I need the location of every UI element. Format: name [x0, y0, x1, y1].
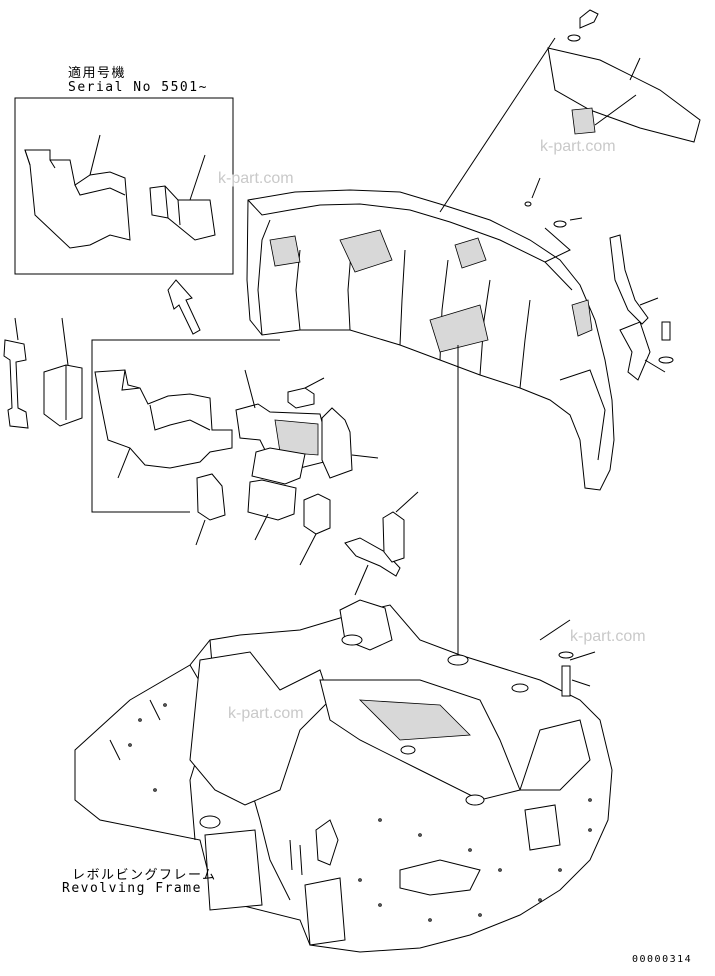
revolving-frame — [74, 599, 613, 953]
watermark: k-part.com — [540, 138, 616, 155]
insulation-pad-large — [94, 369, 233, 479]
watermark: k-part.com — [228, 705, 304, 722]
watermark: k-part.com — [218, 170, 294, 187]
flat-pad-b — [247, 479, 297, 521]
cube-pad — [303, 493, 331, 535]
frame-bolts — [558, 651, 596, 697]
watermark: k-part.com — [570, 628, 646, 645]
cover-plate — [439, 37, 701, 213]
serial-inset-box — [14, 97, 234, 275]
drawing-number: 00000314 — [632, 954, 693, 965]
frame-label-en: Revolving Frame — [62, 881, 202, 896]
serial-label-en: Serial No 5501~ — [68, 80, 208, 95]
frame-label-jp: レボルビングフレーム — [72, 868, 217, 883]
arrow-up-icon — [167, 279, 201, 335]
bolt-top — [567, 9, 599, 42]
corner-pad — [196, 473, 226, 521]
small-block — [287, 387, 315, 409]
serial-label-jp: 適用号機 — [68, 66, 127, 81]
left-pads — [3, 317, 83, 429]
insulation-pad-cutout — [235, 369, 325, 469]
bent-plate — [344, 537, 401, 577]
right-brackets — [524, 177, 674, 381]
counterweight-assembly — [246, 189, 615, 491]
flat-pad-a — [251, 447, 306, 485]
frame-holes — [128, 703, 592, 922]
insulation-pad-right — [321, 407, 379, 479]
group-bracket — [91, 339, 280, 513]
vertical-pad — [382, 511, 405, 563]
